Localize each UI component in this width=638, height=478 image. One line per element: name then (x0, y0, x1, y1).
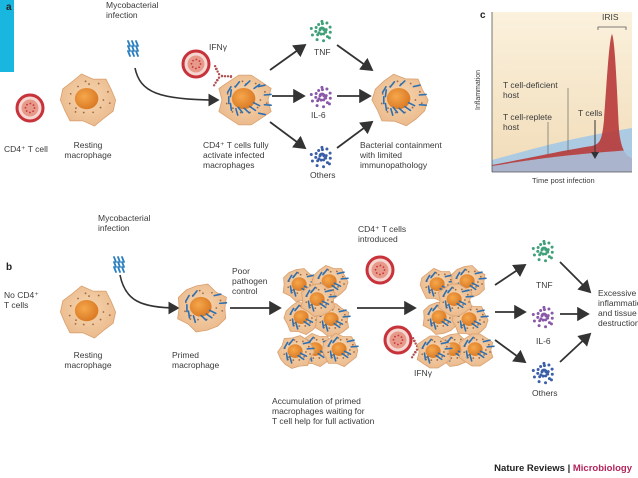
tnf-cluster-a (309, 19, 332, 43)
arrow-tnf-to-excessive (559, 261, 592, 294)
arrow-to-tnf-a (269, 43, 307, 71)
cd4-t-cell-ifn-b (383, 325, 413, 355)
il6-cluster-a (309, 85, 332, 109)
label-t-cell-deficient-host: T cell-deficient host (503, 80, 558, 100)
arrow-others-to-containment (336, 120, 374, 149)
mycobacteria-a (127, 40, 139, 57)
label-primed-macrophage: Primed macrophage (172, 350, 220, 370)
label-accumulation: Accumulation of primed macrophages waiti… (272, 396, 375, 426)
label-ifn-gamma-b: IFNγ (414, 368, 432, 378)
arrow-tnf-to-containment (336, 44, 374, 72)
label-y-axis: Inflammation (475, 69, 482, 110)
label-cd4-fully-activate: CD4⁺ T cells fully activate infected mac… (203, 140, 269, 170)
resting-macrophage-b (59, 285, 117, 339)
label-x-axis: Time post infection (532, 176, 595, 185)
il6-cluster-b (531, 305, 554, 329)
iris-bracket (597, 26, 627, 30)
arrow-to-others-b (494, 339, 527, 364)
arrow-infection-a (134, 67, 220, 107)
activated-macrophage-a (218, 74, 272, 126)
accumulated-macrophage (300, 283, 337, 317)
slide-accent-bar (0, 0, 14, 72)
label-cd4-introduced: CD4⁺ T cells introduced (358, 224, 407, 244)
label-others-a: Others (310, 170, 336, 180)
label-tnf-b: TNF (536, 280, 553, 290)
activated-macrophage-b (458, 333, 495, 367)
label-bacterial-containment: Bacterial containment with limited immun… (360, 140, 442, 170)
label-excessive-inflammation: Excessive inflammation and tissue destru… (598, 288, 638, 328)
accumulated-macrophage (277, 335, 315, 369)
label-resting-macrophage-b: Resting macrophage (64, 350, 112, 370)
arrow-to-tnf-b (494, 264, 527, 286)
label-poor-pathogen-control: Poor pathogen control (232, 266, 268, 296)
resting-macrophage-a (59, 73, 117, 127)
journal-section: Microbiology (572, 463, 632, 474)
primed-macrophage (177, 283, 228, 333)
cd4-t-cell-introduced (365, 255, 395, 285)
ifn-gamma-dots-a (212, 64, 233, 87)
label-others-b: Others (532, 388, 558, 398)
cd4-t-cell-a (15, 93, 45, 123)
label-il6-a: IL-6 (311, 110, 326, 120)
label-no-cd4: No CD4⁺ T cells (4, 290, 39, 310)
label-mycobacterial-infection-a: Mycobacterial infection (106, 0, 159, 20)
journal-separator: | (564, 463, 573, 474)
others-cluster-b (531, 361, 554, 385)
inflammation-chart (491, 12, 632, 173)
label-t-cell-replete-host: T cell-replete host (503, 112, 552, 132)
journal-name: Nature Reviews (494, 463, 565, 474)
activated-macrophage-b (437, 283, 474, 317)
arrow-infection-b (119, 274, 180, 315)
cd4-t-cell-ifn-a (181, 49, 211, 79)
label-resting-macrophage-a: Resting macrophage (64, 140, 112, 160)
journal-credit: Nature Reviews | Microbiology (494, 463, 632, 474)
mycobacteria-b (113, 256, 125, 273)
label-mycobacterial-infection-b: Mycobacterial infection (98, 213, 151, 233)
label-il6-b: IL-6 (536, 336, 551, 346)
label-cd4-t-cell: CD4⁺ T cell (4, 144, 48, 154)
arrow-to-others-a (269, 121, 307, 150)
label-iris: IRIS (602, 12, 619, 22)
panel-label-c: c (480, 10, 486, 21)
tnf-cluster-b (531, 239, 554, 263)
contained-macrophage (371, 73, 429, 127)
label-t-cells: T cells (578, 108, 603, 118)
arrow-others-to-excessive (559, 332, 592, 363)
others-cluster-a (309, 145, 332, 169)
activated-macrophage-b (416, 335, 453, 369)
accumulated-macrophage (321, 332, 359, 368)
label-tnf-a: TNF (314, 47, 331, 57)
label-ifn-gamma-a: IFNγ (209, 42, 227, 52)
panel-label-b: b (6, 262, 13, 273)
panel-label-a: a (6, 2, 12, 13)
